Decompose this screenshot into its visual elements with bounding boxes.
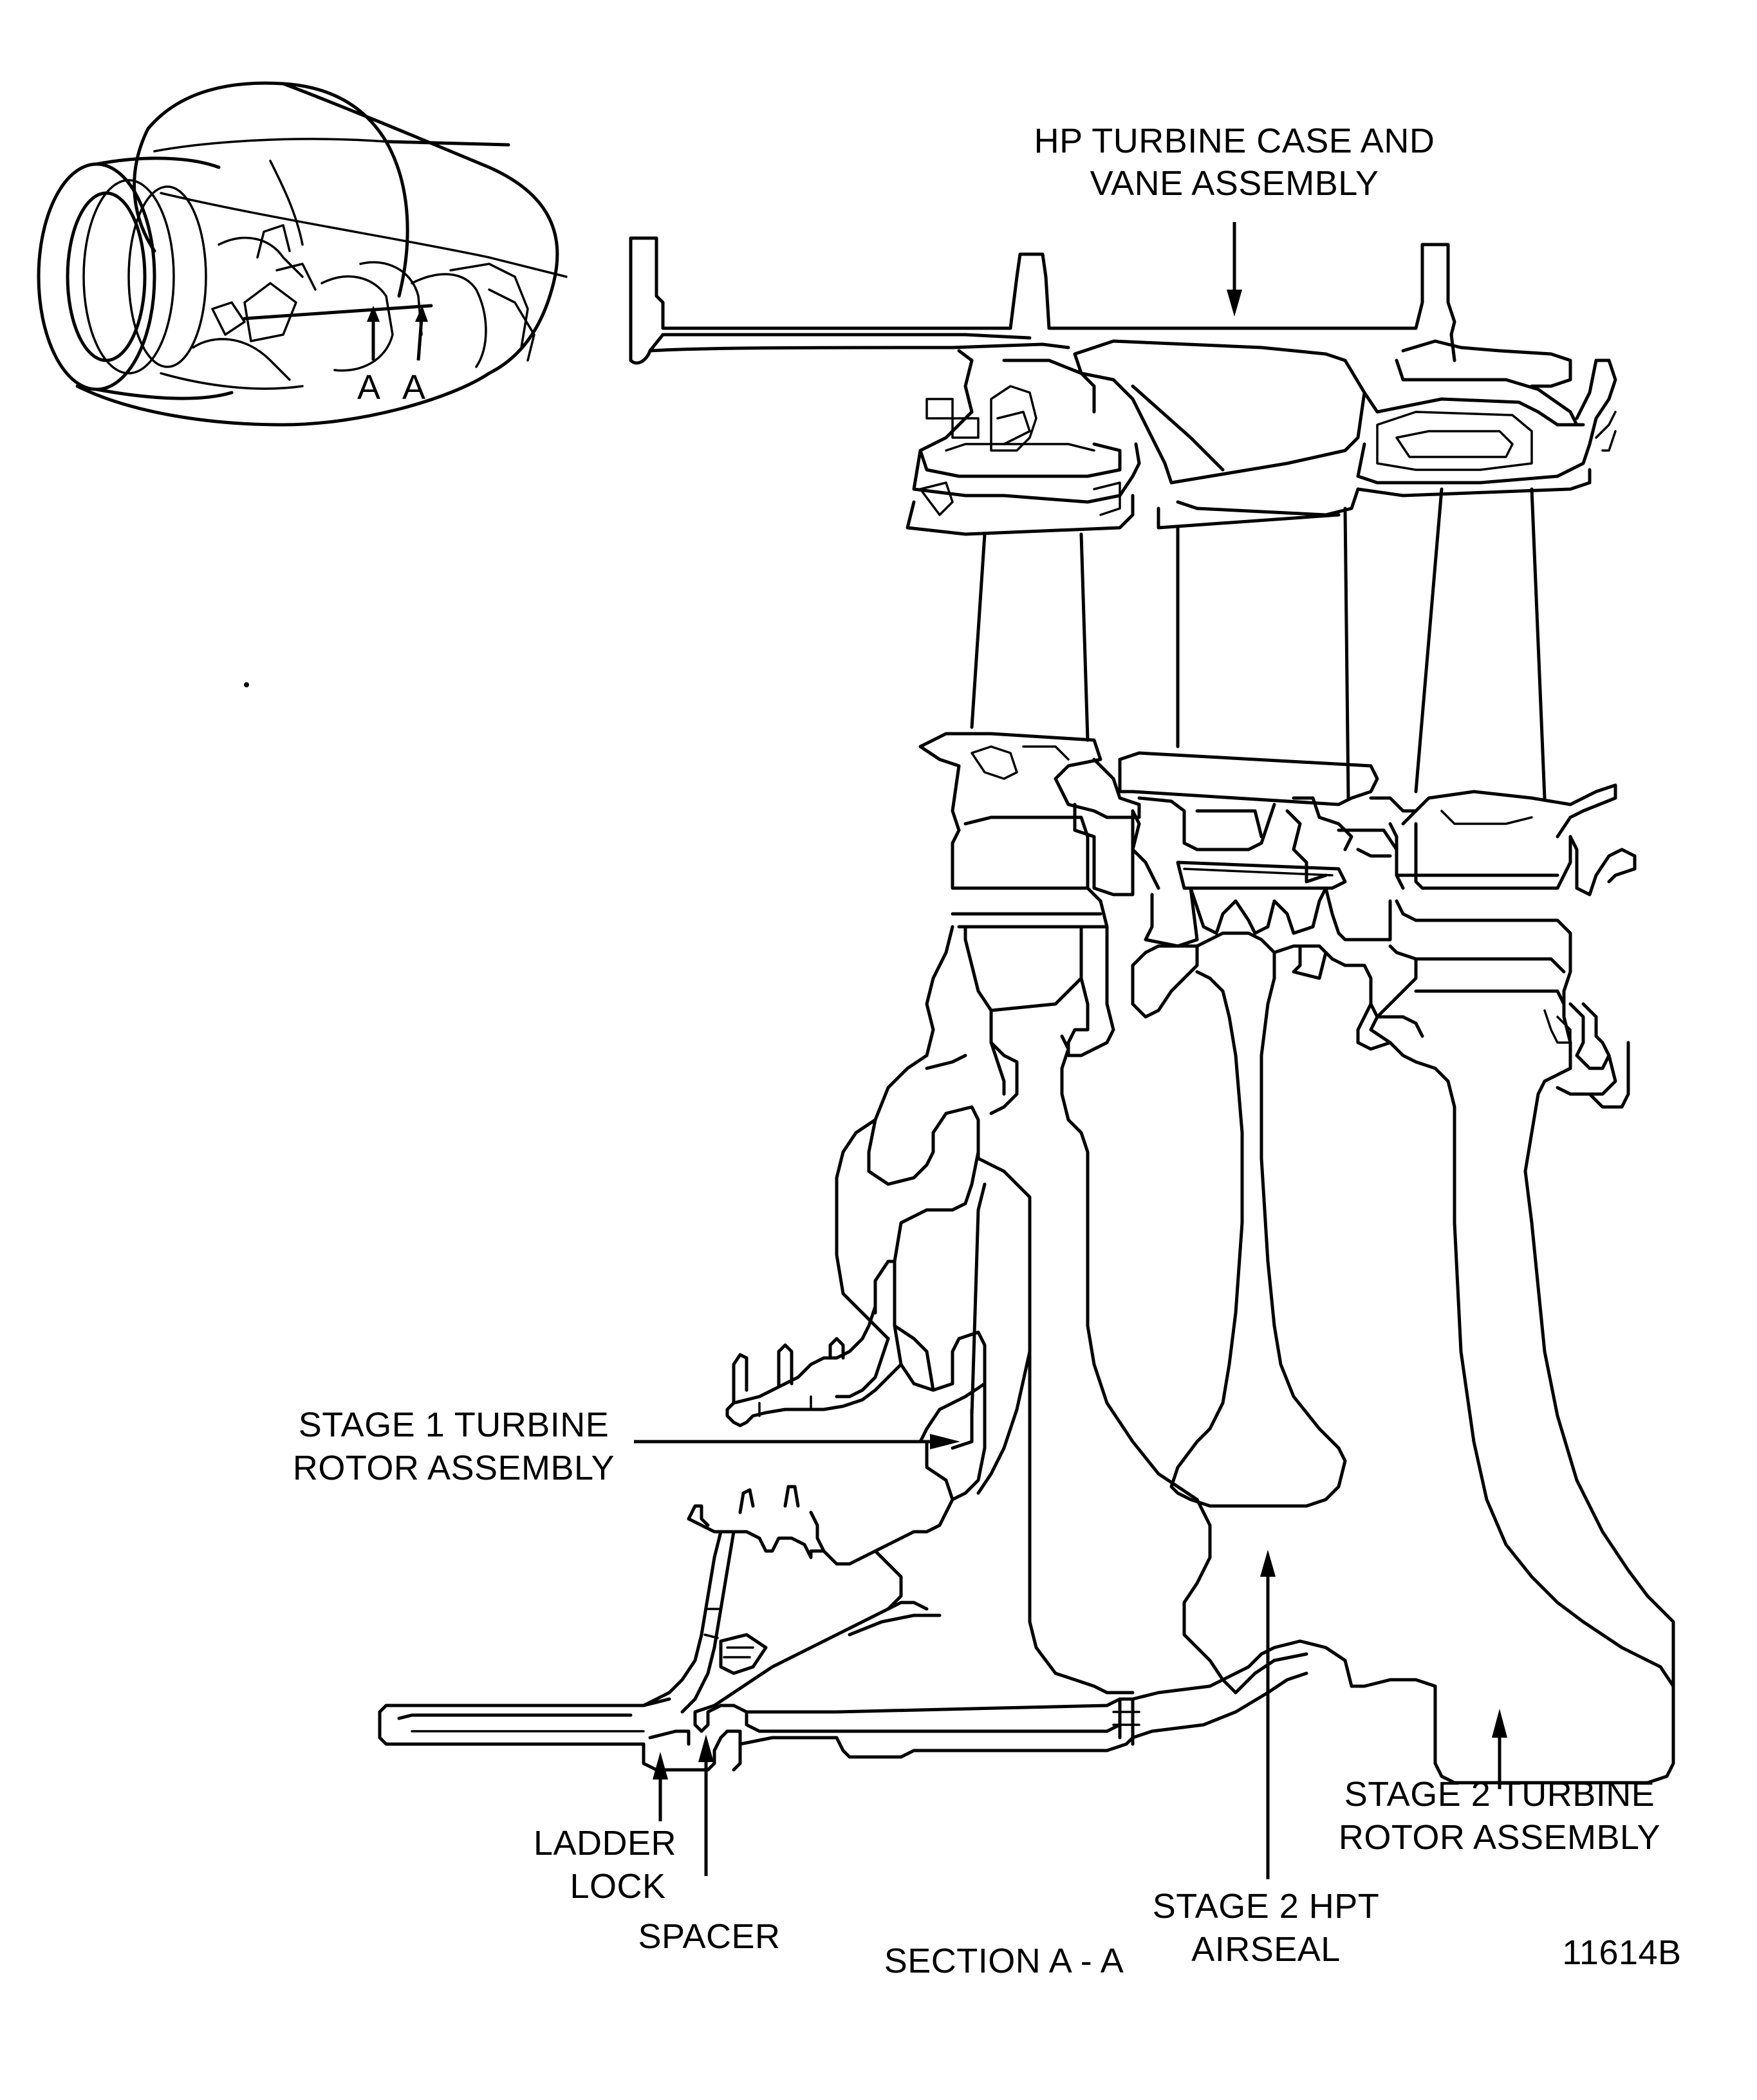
stage-2-turbine-rotor [1272, 944, 1675, 1785]
stage2-label-line1: STAGE 2 TURBINE [1344, 1775, 1655, 1814]
upper-seal-arm [725, 1305, 903, 1427]
section-label: SECTION A - A [884, 1942, 1124, 1980]
stage-2-vane-inner-platform [1118, 751, 1405, 980]
airseal-label-line2: AIRSEAL [1191, 1930, 1341, 1969]
airseal-label-line1: STAGE 2 HPT [1153, 1887, 1380, 1926]
stage-2-vane-airfoil [1343, 487, 1547, 800]
engine-location-inset: A A [37, 81, 568, 687]
ladder-lock-label-line1: LADDER [534, 1824, 676, 1863]
inset-marker-left: A [357, 368, 380, 407]
stage2-label-line2: ROTOR ASSEMBLY [1339, 1818, 1660, 1857]
stage-2-blade-platform [1369, 783, 1637, 1109]
figure-number: 11614B [1562, 1933, 1681, 1972]
stage-1-vane-airfoil [970, 526, 1180, 748]
inset-marker-right: A [402, 368, 425, 407]
rotor-hub-shaft [378, 1639, 1353, 1772]
spacer-label: SPACER [638, 1917, 780, 1956]
callout-arrows [634, 222, 1507, 1879]
hp-case-label-line2: VANE ASSEMBLY [1090, 164, 1379, 203]
stage-2-hpt-airseal [1131, 931, 1347, 1508]
stage-1-turbine-rotor [835, 925, 1238, 1695]
stage1-label-line2: ROTOR ASSEMBLY [293, 1449, 615, 1487]
stage-1-blade-platform [918, 732, 1141, 929]
hp-turbine-case-and-vane-assembly [629, 236, 1617, 536]
ladder-lock-label-line2: LOCK [570, 1867, 665, 1906]
stage1-label-line1: STAGE 1 TURBINE [299, 1406, 609, 1444]
lower-seal-arm [642, 1485, 942, 1714]
hp-case-label-line1: HP TURBINE CASE AND [1034, 122, 1435, 160]
labels: HP TURBINE CASE AND VANE ASSEMBLY STAGE … [293, 122, 1681, 1980]
